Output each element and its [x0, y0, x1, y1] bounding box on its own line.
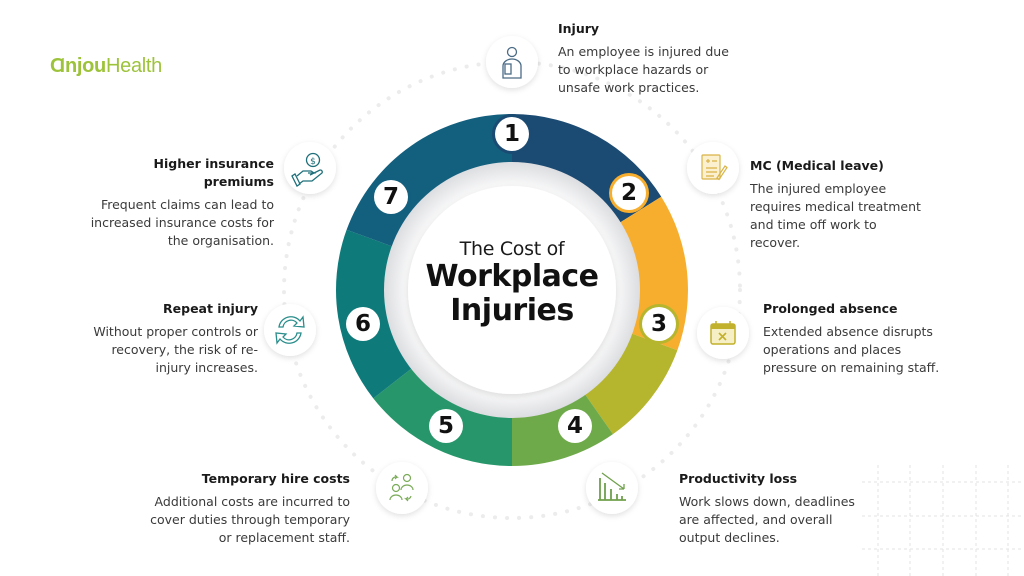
step-2-description: The injured employee requires medical tr…: [750, 181, 921, 250]
step-7-block: Higher insurance premiums Frequent claim…: [84, 155, 274, 250]
step-number-6: 6: [346, 307, 380, 341]
step-6-title: Repeat injury: [163, 301, 258, 316]
center-title-line2: Injuries: [450, 293, 574, 328]
calendar-x-icon: [710, 321, 736, 345]
step-1-block: Injury An employee is injured due to wor…: [558, 20, 738, 97]
ring-segment-3: [584, 333, 678, 435]
step-3-description: Extended absence disrupts operations and…: [763, 324, 940, 375]
center-title: The Cost of Workplace Injuries: [412, 238, 612, 328]
step-2-title: MC (Medical leave): [750, 158, 884, 173]
person-injured-icon: [502, 46, 522, 79]
grid-decoration: [862, 465, 1024, 576]
step-number-2: 2: [612, 176, 646, 210]
staff-swap-icon: [389, 473, 414, 502]
declining-chart-icon: [598, 472, 626, 501]
medical-form-icon: [701, 154, 728, 181]
step-5-block: Temporary hire costs Additional costs ar…: [150, 470, 350, 547]
cycle-arrows-icon: [275, 315, 305, 345]
dotted-orbit: [282, 60, 742, 520]
step-7-description: Frequent claims can lead to increased in…: [90, 197, 274, 248]
step-3-title: Prolonged absence: [763, 301, 898, 316]
step-number-3: 3: [642, 307, 676, 341]
brand-logo: ⱭnjouHealth: [50, 55, 162, 78]
step-5-description: Additional costs are incurred to cover d…: [150, 494, 350, 545]
step-4-block: Productivity loss Work slows down, deadl…: [679, 470, 859, 547]
hand-coin-icon: $: [291, 152, 323, 187]
step-6-description: Without proper controls or recovery, the…: [93, 324, 258, 375]
step-4-description: Work slows down, deadlines are affected,…: [679, 494, 855, 545]
step-number-7: 7: [374, 180, 408, 214]
logo-bold-text: Ɑnjou: [50, 55, 106, 77]
svg-text:$: $: [310, 157, 316, 167]
step-6-block: Repeat injury Without proper controls or…: [78, 300, 258, 377]
step-number-5: 5: [429, 409, 463, 443]
step-5-title: Temporary hire costs: [201, 471, 350, 486]
step-number-1: 1: [495, 117, 529, 151]
step-7-title: Higher insurance premiums: [153, 156, 275, 189]
logo-light-text: Health: [105, 55, 162, 77]
step-number-4: 4: [558, 409, 592, 443]
center-disc: [408, 186, 616, 394]
step-4-title: Productivity loss: [679, 471, 798, 486]
center-subtitle: The Cost of: [459, 238, 565, 260]
step-2-block: MC (Medical leave) The injured employee …: [750, 157, 930, 252]
step-1-title: Injury: [558, 21, 600, 36]
center-title-line1: Workplace: [425, 259, 599, 294]
step-1-description: An employee is injured due to workplace …: [558, 44, 729, 95]
step-3-block: Prolonged absence Extended absence disru…: [763, 300, 943, 377]
